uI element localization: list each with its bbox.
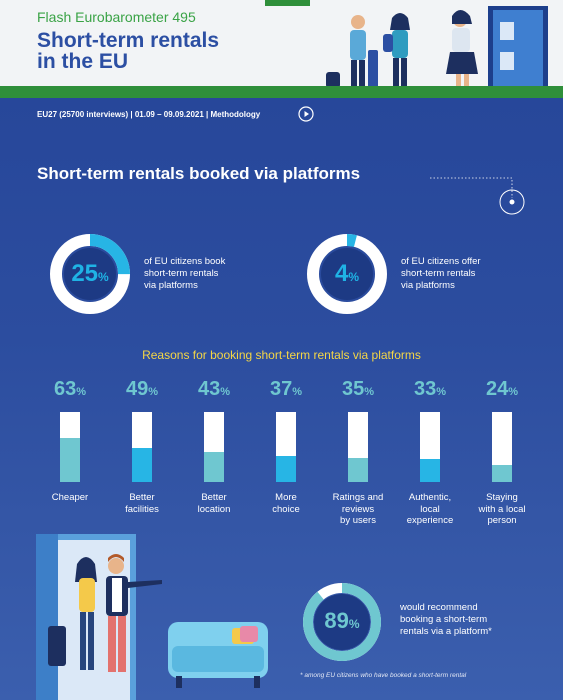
reason-bar <box>276 412 296 482</box>
reason-bar-fill <box>132 447 152 482</box>
kpi-description-line: short-term rentals <box>144 268 219 279</box>
report-super-title: Flash Eurobarometer 495 <box>37 9 196 25</box>
reason-percent: 63% <box>53 378 87 400</box>
header-accent-bar <box>265 0 310 6</box>
reason-bar <box>132 412 152 482</box>
donut-fill <box>307 234 387 314</box>
couple-with-luggage-illustration <box>36 534 268 700</box>
kpi-value: 89% <box>324 608 360 633</box>
reasons-title: Reasons for booking short-term rentals v… <box>142 348 421 362</box>
donut-chart <box>307 234 387 314</box>
reason-label-line: person <box>487 515 517 526</box>
reason-cheaper: 63% Cheaper <box>34 378 106 504</box>
reason-label-line: Ratings and <box>332 492 384 503</box>
kpi-description-line: would recommend <box>400 602 478 613</box>
kpi-description-line: short-term rentals <box>401 268 476 279</box>
footnote: * among EU citizens who have booked a sh… <box>300 672 467 679</box>
reason-bar <box>348 412 368 482</box>
reason-label-line: Authentic, <box>408 492 452 503</box>
reason-label-line: with a local <box>478 503 526 515</box>
reason-label-line: facilities <box>125 503 159 515</box>
reason-bar <box>492 412 512 482</box>
reason-label-line: choice <box>272 503 300 515</box>
reason-percent: 33% <box>413 378 447 400</box>
reason-bar-fill <box>204 451 224 482</box>
kpi-description-line: rentals via a platform* <box>400 626 492 637</box>
reason-bar <box>204 412 224 482</box>
report-header: Flash Eurobarometer 495 Short-term renta… <box>0 0 563 98</box>
reason-label-line: experience <box>406 515 454 526</box>
survey-metadata: EU27 (25700 interviews) | 01.09 – 09.09.… <box>37 110 261 119</box>
reason-bar-fill <box>60 437 80 482</box>
section-title: Short-term rentals booked via platforms <box>37 164 361 183</box>
reason-bar-fill <box>348 457 368 482</box>
kpi-description-line: of EU citizens offer <box>401 256 481 267</box>
report-title-line-2: in the EU <box>37 50 129 73</box>
reason-percent: 49% <box>125 378 159 400</box>
reason-label-line: Better <box>201 492 227 503</box>
reason-label-line: Better <box>129 492 155 503</box>
kpi-description-line: via platforms <box>401 280 455 291</box>
donut-chart <box>303 583 381 661</box>
donut-center <box>314 594 370 650</box>
kpi-description-line: of EU citizens book <box>144 256 226 267</box>
infographic-body: EU27 (25700 interviews) | 01.09 – 09.09.… <box>0 98 563 700</box>
reason-percent: 24% <box>485 378 519 400</box>
kpi-description: of EU citizens offer short-term rentals … <box>401 256 531 292</box>
kpi-would-recommend: 89% would recommend booking a short-term… <box>300 580 492 669</box>
reason-label-line: by users <box>340 515 376 526</box>
donut-center <box>64 248 116 300</box>
reason-percent: 35% <box>341 378 375 400</box>
reason-label-line: Cheaper <box>51 492 89 503</box>
reason-bar <box>420 412 440 482</box>
travelers-illustration <box>326 6 548 98</box>
kpi-description-line: via platforms <box>144 280 198 291</box>
reason-label: Cheaper <box>34 492 106 504</box>
reason-label-line: reviews <box>341 503 375 515</box>
report-title-line-1: Short-term rentals <box>37 29 220 52</box>
decorative-dotted-line <box>430 177 525 215</box>
donut-chart <box>50 234 130 314</box>
donut-center <box>321 248 373 300</box>
header-green-strip <box>0 86 563 98</box>
reason-label-line: Staying <box>486 492 518 503</box>
reason-percent: 37% <box>269 378 303 400</box>
reason-bar-fill <box>492 465 512 482</box>
donut-fill <box>303 583 381 661</box>
reason-percent: 43% <box>197 378 231 400</box>
reason-label-line: local <box>420 503 440 515</box>
kpi-value: 25% <box>71 260 109 287</box>
reason-bar-fill <box>276 456 296 482</box>
kpi-description: of EU citizens book short-term rentals v… <box>144 256 274 292</box>
reason-bar <box>60 412 80 482</box>
kpi-value: 4% <box>334 260 360 287</box>
kpi-description: would recommend booking a short-term ren… <box>400 602 540 638</box>
reason-bar-fill <box>420 458 440 482</box>
donut-fill <box>50 234 130 314</box>
reason-label-line: More <box>275 492 297 503</box>
play-circle-icon[interactable] <box>298 106 314 122</box>
report-title: Short-term rentals in the EU <box>37 30 297 72</box>
reason-label-line: location <box>197 503 231 515</box>
kpi-description-line: booking a short-term <box>400 614 488 625</box>
